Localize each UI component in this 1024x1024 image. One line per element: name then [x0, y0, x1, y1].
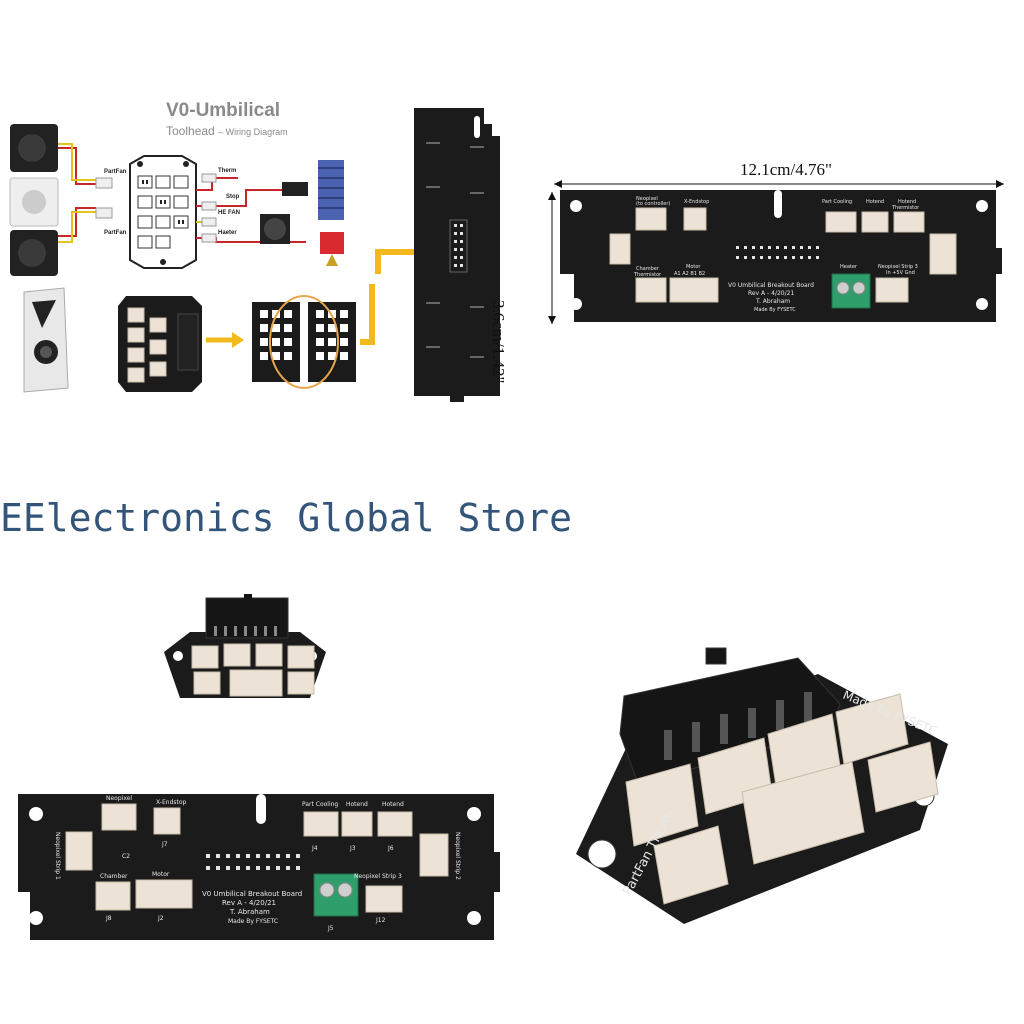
toolhead-board-outline: [129, 155, 197, 269]
toolhead-board-small-photo: [164, 594, 326, 698]
label-haeter: Haeter: [218, 230, 237, 236]
bottom-connector-j7: [153, 807, 181, 835]
bottom-silk-j6: J6: [387, 845, 394, 852]
connector-j11: [929, 233, 957, 275]
bottom-silk-j2: J2: [157, 915, 164, 922]
silk-heater: Heater: [840, 264, 858, 270]
arrow-right-icon: [232, 332, 244, 348]
assembly-illustration: [23, 284, 375, 393]
silk-chamber2: Thermistor: [633, 272, 662, 278]
silk-board-rev: Rev A - 4/20/21: [748, 290, 794, 297]
connector-j4: [825, 211, 857, 233]
hotend-heatsink-icon: [318, 160, 344, 220]
dimension-width: 12.1cm/4.76": [740, 160, 832, 179]
bottom-silk-neopixel: Neopixel: [106, 795, 132, 802]
bottom-silk-hotend: Hotend: [346, 801, 368, 808]
breakout-board-bottom: Neopixel X-Endstop Part Cooling Hotend H…: [18, 794, 500, 940]
bottom-connector-j4: [303, 811, 339, 837]
diagram-subtitle: Toolhead – Wiring Diagram: [166, 124, 288, 138]
wiring-diagram: V0-Umbilical Toolhead – Wiring Diagram: [6, 96, 358, 280]
silk-board-author: T. Abraham: [755, 298, 790, 305]
bottom-connector-j8: [95, 881, 131, 911]
breakout-board-dimensioned: Neopixel (to controller) X-Endstop Part …: [560, 190, 1002, 322]
silk-hotend-therm: Hotend: [898, 199, 916, 205]
large-conn-4: [835, 693, 909, 765]
silk-board-maker: Made By FYSETC: [754, 307, 796, 313]
large-conn-5: [867, 741, 939, 813]
silk-hotend: Hotend: [866, 199, 884, 205]
bottom-silk-j5: J5: [327, 925, 334, 932]
bottom-silk-j3: J3: [349, 845, 356, 852]
bottom-silk-chamber: Chamber: [100, 873, 128, 880]
bottom-connector-j3: [341, 811, 373, 837]
bottom-silk-strip2: Neopixel Strip 2: [454, 832, 461, 880]
dimension-height: 3.6cm/1.42": [489, 300, 508, 384]
large-conn-7: [653, 825, 729, 905]
bottom-silk-board-rev: Rev A - 4/20/21: [222, 899, 276, 907]
connector-j10: [609, 233, 631, 265]
silk-xendstop: X-Endstop: [684, 199, 709, 205]
bottom-connector-j12: [365, 885, 403, 913]
bottom-connector-j10: [65, 831, 93, 871]
connector-j3: [861, 211, 889, 233]
heater-block-icon: [320, 232, 344, 254]
bottom-silk-c2: C2: [122, 853, 130, 860]
connector-j7: [683, 207, 707, 231]
silk-neostrip3-pins: In +5V Gnd: [886, 270, 915, 276]
silk-motor-pins: A1 A2 B1 B2: [674, 271, 705, 277]
bottom-silk-j7: J7: [161, 841, 168, 848]
connector-j8: [635, 277, 667, 303]
connector-j2: [669, 277, 719, 303]
wiring-diagram-art: [9, 124, 344, 276]
diagram-subtitle-rest: – Wiring Diagram: [218, 127, 288, 137]
silk-neostrip3: Neopixel Strip 3: [878, 264, 918, 270]
bottom-connector-j6: [377, 811, 413, 837]
bottom-silk-hotend-therm: Hotend: [382, 801, 404, 808]
label-therm: Therm: [218, 168, 237, 174]
silk-chamber: Chamber: [636, 266, 660, 272]
connector-j12: [875, 277, 909, 303]
silk-neopixel-ctrl: (to controller): [636, 201, 670, 207]
connector-neopixel: [635, 207, 667, 231]
bottom-silk-board-author: T. Abraham: [229, 908, 270, 916]
label-partfan-top: PartFan: [104, 169, 127, 175]
diagram-title: V0-Umbilical: [166, 100, 281, 121]
label-partfan-bottom: PartFan: [104, 230, 127, 236]
bottom-connector-j11: [419, 833, 449, 877]
bottom-silk-xendstop: X-Endstop: [156, 799, 187, 806]
silk-motor: Motor: [686, 264, 701, 270]
label-he-fan: HE FAN: [218, 210, 241, 216]
bottom-silk-motor: Motor: [152, 871, 170, 878]
diagram-subtitle-main: Toolhead: [166, 124, 215, 138]
bottom-silk-j12: J12: [375, 917, 386, 924]
silk-hotend-therm2: Thermistor: [891, 205, 920, 211]
dimension-width-line: [554, 180, 1004, 188]
bottom-silk-j8: J8: [105, 915, 112, 922]
connector-j6: [893, 211, 925, 233]
label-stop: Stop: [226, 194, 240, 200]
bottom-silk-part-cooling: Part Cooling: [302, 801, 338, 808]
silk-neopixel: Neopixel: [636, 196, 658, 202]
bottom-connector-neopixel: [101, 803, 137, 831]
bottom-silk-board-title: V0 Umbilical Breakout Board: [202, 890, 302, 898]
vertical-breakout-board: [414, 108, 500, 402]
dimension-height-line: [548, 192, 556, 324]
bottom-silk-board-maker: Made By FYSETC: [228, 918, 278, 925]
endstop-switch-icon: [282, 182, 308, 196]
silk-board-title: V0 Umbilical Breakout Board: [728, 282, 814, 289]
silk-part-cooling: Part Cooling: [822, 199, 852, 205]
large-conn-1: [625, 763, 699, 847]
bottom-terminal-block-j5: [313, 873, 359, 917]
bottom-connector-j2: [135, 879, 193, 909]
bottom-silk-neostrip3: Neopixel Strip 3: [354, 873, 402, 880]
store-name: EElectronics Global Store: [0, 496, 572, 540]
large-conn-6: [741, 761, 865, 865]
toolhead-board-large-photo: PartFan Therm Made By FYSETC: [576, 647, 948, 924]
bottom-silk-j4: J4: [311, 845, 318, 852]
bottom-silk-strip1: Neopixel Strip 1: [54, 832, 61, 880]
